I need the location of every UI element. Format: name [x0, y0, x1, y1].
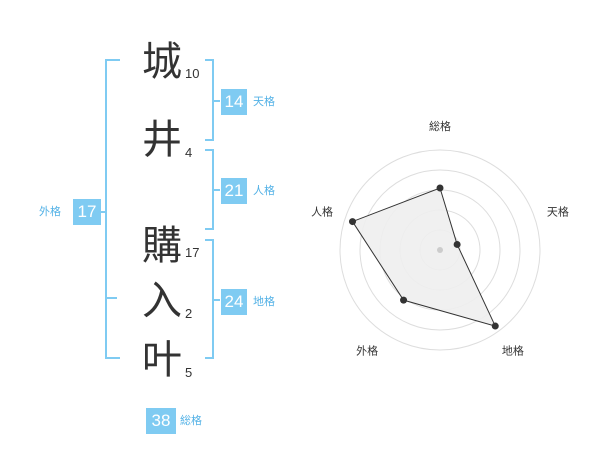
name-char-3: 購 — [142, 223, 182, 269]
radar-point-3 — [491, 322, 499, 330]
radar-axis-label: 人格 — [311, 205, 333, 219]
name-char-1: 城 — [142, 39, 182, 85]
gaikaku-bracket — [105, 59, 120, 359]
name-char-5: 叶 — [142, 337, 182, 383]
radar-axis-label: 地格 — [502, 343, 524, 357]
radar-point-4 — [400, 296, 408, 304]
radar-axis-label: 外格 — [356, 343, 378, 357]
chikaku-label: 地格 — [253, 295, 275, 308]
gaikaku-value-badge: 17 — [73, 199, 101, 225]
radar-grid-ring — [359, 169, 521, 331]
stroke-count-1: 10 — [185, 66, 200, 81]
gaikaku-label: 外格 — [39, 205, 61, 218]
radar-axis-label: 総格 — [429, 119, 451, 133]
radar-point-5 — [349, 218, 357, 226]
stroke-count-2: 4 — [185, 145, 193, 160]
radar-grid-ring — [339, 149, 541, 351]
radar-point-2 — [453, 240, 461, 248]
radar-axis-label: 天格 — [547, 205, 569, 219]
soukaku-value-badge: 38 — [146, 408, 176, 434]
stroke-count-3: 17 — [185, 245, 200, 260]
radar-point-1 — [436, 184, 444, 192]
jinkaku-value-badge: 21 — [221, 178, 247, 204]
radar-center-dot — [437, 247, 443, 253]
soukaku-label: 総格 — [180, 414, 202, 427]
name-char-2: 井 — [142, 117, 182, 163]
stroke-count-4: 2 — [185, 306, 193, 321]
jinkaku-label: 人格 — [253, 184, 275, 197]
radar-data-area — [351, 187, 497, 327]
chikaku-value-badge: 24 — [221, 289, 247, 315]
stroke-count-5: 5 — [185, 365, 193, 380]
tenkaku-value-badge: 14 — [221, 89, 247, 115]
name-char-4: 入 — [142, 278, 182, 324]
tenkaku-label: 天格 — [253, 95, 275, 108]
